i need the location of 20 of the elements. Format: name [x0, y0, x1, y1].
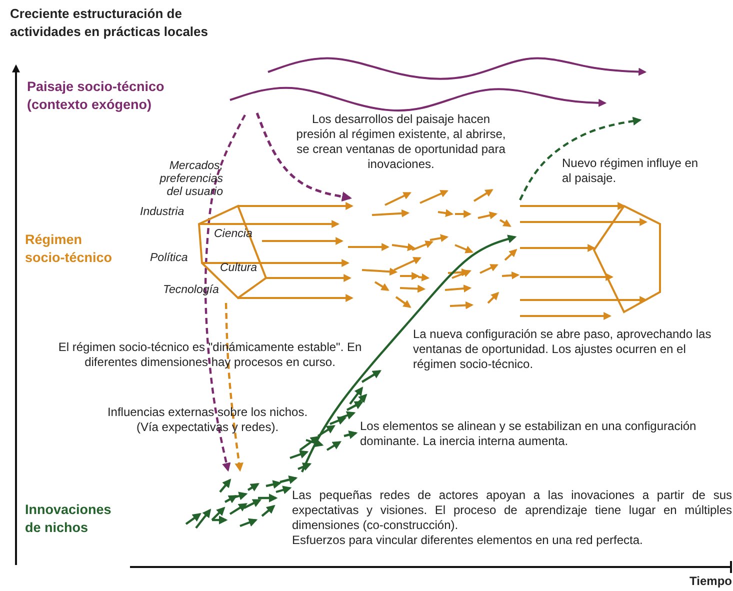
- dimension-label: Política: [150, 252, 188, 265]
- arrow: [301, 234, 517, 472]
- level-label: Innovaciones de nichos: [25, 501, 112, 537]
- level-label: Régimen socio-técnico: [25, 231, 114, 267]
- arrow: [224, 302, 244, 472]
- axis-label: Tiempo: [688, 574, 732, 589]
- annotation: La nueva configuración se abre paso, aprovechando las ventanas de oportunidad. Los ajustes ocurren en el régimen socio-técnico.: [413, 327, 712, 372]
- arrow: [204, 114, 246, 472]
- dimension-label: Mercados, preferencias del usuario: [158, 160, 223, 199]
- annotation: Influencias externas sobre los nichos. (Vía expectativas y redes).: [106, 405, 309, 435]
- title: Creciente estructuración de actividades en prácticas locales: [10, 5, 209, 41]
- dimension-label: Cultura: [220, 262, 258, 275]
- annotation: Los desarrollos del paisaje hacen presión al régimen existente, al abrirse, se crean ventanas de oportunidad para inovaciones.: [295, 112, 507, 172]
- annotation: Nuevo régimen influye en al paisaje.: [562, 156, 700, 186]
- annotation: Esfuerzos para vincular diferentes elementos en una red perfecta.: [292, 533, 644, 548]
- arrow: [519, 116, 642, 200]
- annotation: Los elementos se alinean y se estabilizan en una configuración dominante. La inercia interna aumenta.: [360, 419, 698, 449]
- annotation: Las pequeñas redes de actores apoyan a las inovaciones a partir de sus expectativas y visiones. El proceso de aprendizaje tiene lugar en múltiples dimensiones (co-construcción).: [292, 488, 732, 533]
- dimension-label: Industria: [140, 206, 184, 219]
- level-label: Paisaje socio-técnico (contexto exógeno): [27, 78, 166, 114]
